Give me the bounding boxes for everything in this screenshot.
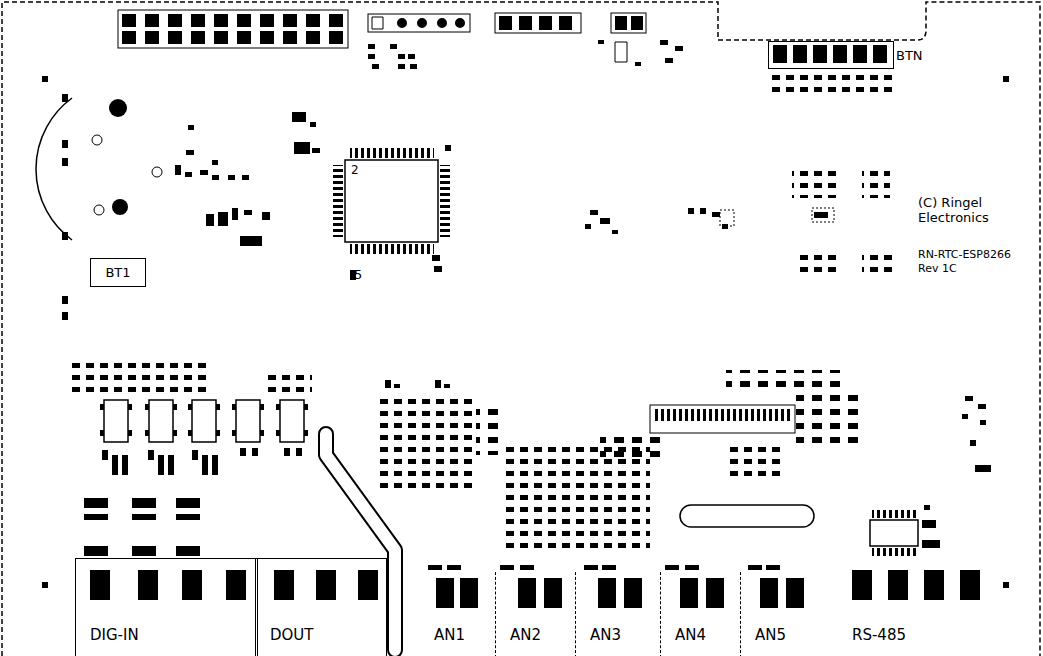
battery-hole <box>152 167 162 177</box>
ic-pins <box>350 244 434 254</box>
smd-parts <box>368 40 683 69</box>
battery-hole <box>92 135 102 145</box>
battery-pad <box>112 199 128 215</box>
smd-parts <box>798 248 838 278</box>
smd-parts <box>962 396 991 472</box>
milling-slot <box>680 505 814 527</box>
pin-header: BTN <box>768 41 894 69</box>
smd-parts <box>862 168 890 198</box>
smd-parts <box>814 212 828 218</box>
smd-parts <box>476 405 500 455</box>
smd-parts <box>585 208 728 234</box>
battery-label-box: BT1 <box>90 258 146 287</box>
mounting-mark <box>42 76 1009 588</box>
header-pins <box>397 18 465 28</box>
ic-pins <box>440 165 450 237</box>
ic-body <box>870 520 918 546</box>
silkscreen-label: AN3 <box>590 626 657 644</box>
silkscreen-label: RS-485 <box>852 626 1004 644</box>
terminal-block: DIG-IN <box>75 558 258 656</box>
sot-package <box>615 42 627 62</box>
smd-parts <box>796 392 858 448</box>
battery-pad <box>109 99 127 117</box>
silkscreen-label: BTN <box>896 48 923 63</box>
header-pins <box>773 45 887 63</box>
header-pins <box>499 16 572 30</box>
ic-pins <box>350 148 434 158</box>
connector-outline <box>650 405 795 433</box>
smd-parts <box>175 125 270 246</box>
smd-parts <box>726 370 846 392</box>
smd-parts <box>724 440 784 476</box>
silkscreen-label: AN5 <box>755 626 832 644</box>
terminal-block: AN4 <box>660 572 743 656</box>
smd-parts <box>862 248 892 278</box>
terminal-block: AN5 <box>740 572 838 656</box>
smd-parts <box>600 436 660 460</box>
pin-header-outline <box>611 13 646 33</box>
pin-header-outline <box>368 14 470 32</box>
terminal-block: AN1 <box>420 572 499 656</box>
smd-parts <box>262 368 312 398</box>
header-pins <box>122 14 343 44</box>
revision: Rev 1C <box>918 263 957 276</box>
silkscreen-label: BT1 <box>105 265 130 280</box>
ic-pins <box>333 165 343 237</box>
smd-parts <box>768 74 898 98</box>
ic-body <box>345 160 438 242</box>
smd-parts <box>102 448 302 475</box>
ic-pins <box>872 510 916 518</box>
smd-parts <box>792 168 838 198</box>
silkscreen-label: AN4 <box>675 626 737 644</box>
terminal-pins <box>90 570 980 608</box>
battery-outline <box>36 98 72 240</box>
silkscreen-label: DIG-IN <box>90 626 251 644</box>
terminal-block: RS-485 <box>838 558 1010 656</box>
pin-header-outline <box>118 10 348 48</box>
copyright-note: (C) Ringel Electronics <box>918 196 1030 226</box>
sot-package <box>812 208 834 222</box>
smd-parts <box>72 362 212 398</box>
pin-one-mark: 2 <box>351 164 359 178</box>
silkscreen-label: DOUT <box>270 626 380 644</box>
optocoupler-pins <box>100 404 308 436</box>
ic-pins <box>872 548 916 556</box>
terminal-block: AN3 <box>575 572 663 656</box>
optocoupler <box>104 400 304 442</box>
smd-parts <box>62 94 68 320</box>
battery-hole <box>94 205 104 215</box>
smd-parts <box>432 145 451 272</box>
silkscreen-label: AN1 <box>434 626 493 644</box>
pin-header-outline <box>495 13 581 33</box>
smd-parts <box>922 505 940 548</box>
board-name: RN-RTC-ESP8266 <box>918 249 1011 262</box>
terminal-block: AN2 <box>495 572 578 656</box>
terminal-block: DOUT <box>255 558 387 656</box>
diode <box>84 498 200 556</box>
connector-pins <box>654 409 792 421</box>
smd-parts <box>385 380 450 388</box>
part-number: 5 <box>354 268 362 283</box>
sot-package <box>720 210 734 226</box>
silkscreen-label: AN2 <box>510 626 572 644</box>
header-pins <box>615 16 643 30</box>
smd-parts <box>292 112 356 280</box>
pin1-mark <box>372 17 383 29</box>
smd-parts <box>428 565 780 570</box>
smd-parts <box>378 396 476 492</box>
